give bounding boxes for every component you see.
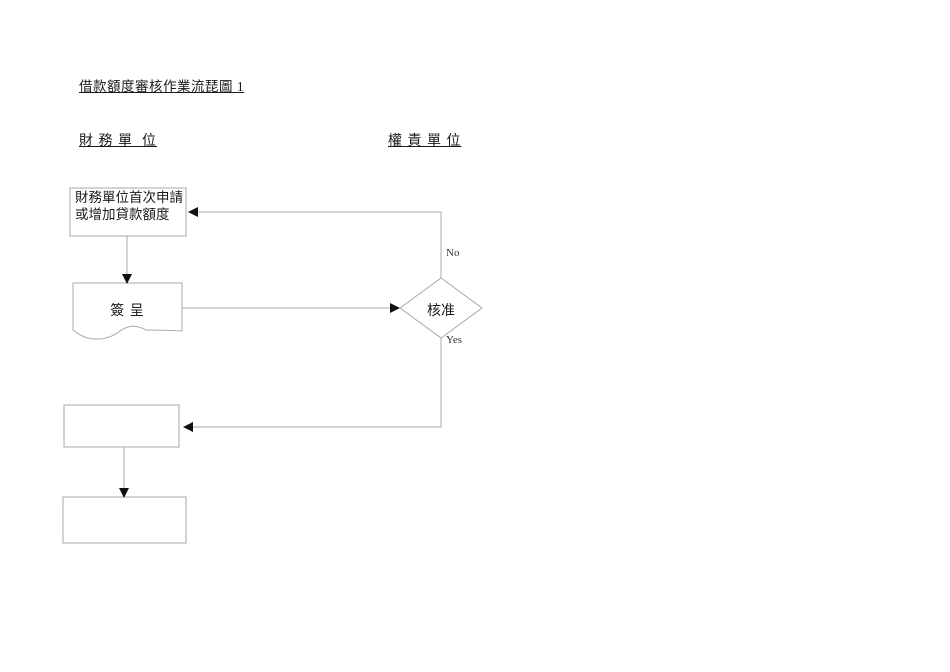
- arrowhead-left-to-apply: [188, 207, 198, 217]
- process-box-loan-application: [69, 187, 187, 237]
- arrowhead-down-to-memo: [122, 274, 132, 284]
- document-shape-memo: [72, 282, 183, 340]
- decision-diamond-approve: [399, 277, 483, 339]
- connector-memo-to-decision: [182, 303, 400, 313]
- connector-decision-yes-to-box1: [183, 338, 442, 432]
- column-header-authority-unit: 權 責 單 位: [388, 134, 462, 149]
- edge-label-no: No: [446, 247, 460, 259]
- arrowhead-left-to-box1: [183, 422, 193, 432]
- connector-decision-no-to-apply: [188, 207, 442, 278]
- process-box-loan-application-text: 財務單位首次申請 或增加貸款額度: [75, 190, 185, 223]
- flowchart-title: 借款額度審核作業流琵圖 1: [79, 79, 245, 94]
- empty-box-2: [62, 496, 187, 544]
- decision-label: 核准: [427, 304, 455, 319]
- memo-label: 簽 呈: [110, 304, 145, 319]
- apply-text-line2: 或增加貸款額度: [75, 206, 170, 222]
- connector-box1-to-box2: [119, 447, 129, 498]
- column-header-finance-unit: 財 務 單 位: [79, 134, 157, 149]
- edge-label-yes: Yes: [446, 334, 463, 346]
- arrowhead-down-to-box2: [119, 488, 129, 498]
- arrowhead-right-to-decision: [390, 303, 400, 313]
- apply-text-line1: 財務單位首次申請: [75, 190, 183, 205]
- connector-apply-to-memo: [122, 236, 132, 284]
- empty-box-1: [63, 404, 180, 448]
